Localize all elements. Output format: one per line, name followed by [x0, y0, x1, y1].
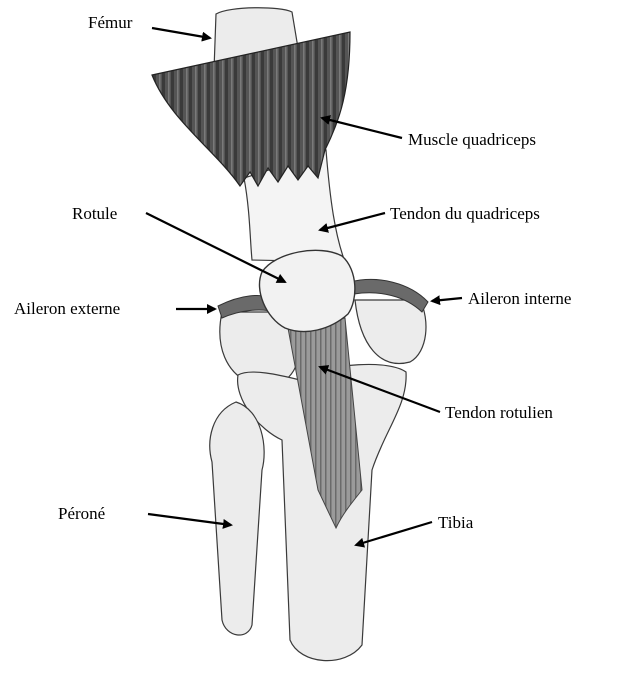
quadriceps-muscle-label: Muscle quadriceps: [408, 130, 536, 149]
medial-retinaculum-arrow: [432, 298, 462, 301]
lateral-retinaculum-label: Aileron externe: [14, 299, 120, 318]
medial-retinaculum-label: Aileron interne: [468, 289, 571, 308]
femur-arrow: [152, 28, 210, 38]
quadriceps-tendon-label: Tendon du quadriceps: [390, 204, 540, 223]
femur-label: Fémur: [88, 13, 133, 32]
patella-bone: [259, 250, 354, 331]
fibula-bone: [210, 402, 264, 635]
patellar-tendon-label: Tendon rotulien: [445, 403, 553, 422]
fibula-label: Péroné: [58, 504, 105, 523]
tibia-label: Tibia: [438, 513, 474, 532]
quadriceps-muscle-shape: [152, 32, 350, 186]
patella-label: Rotule: [72, 204, 117, 223]
medial-condyle: [355, 300, 426, 363]
